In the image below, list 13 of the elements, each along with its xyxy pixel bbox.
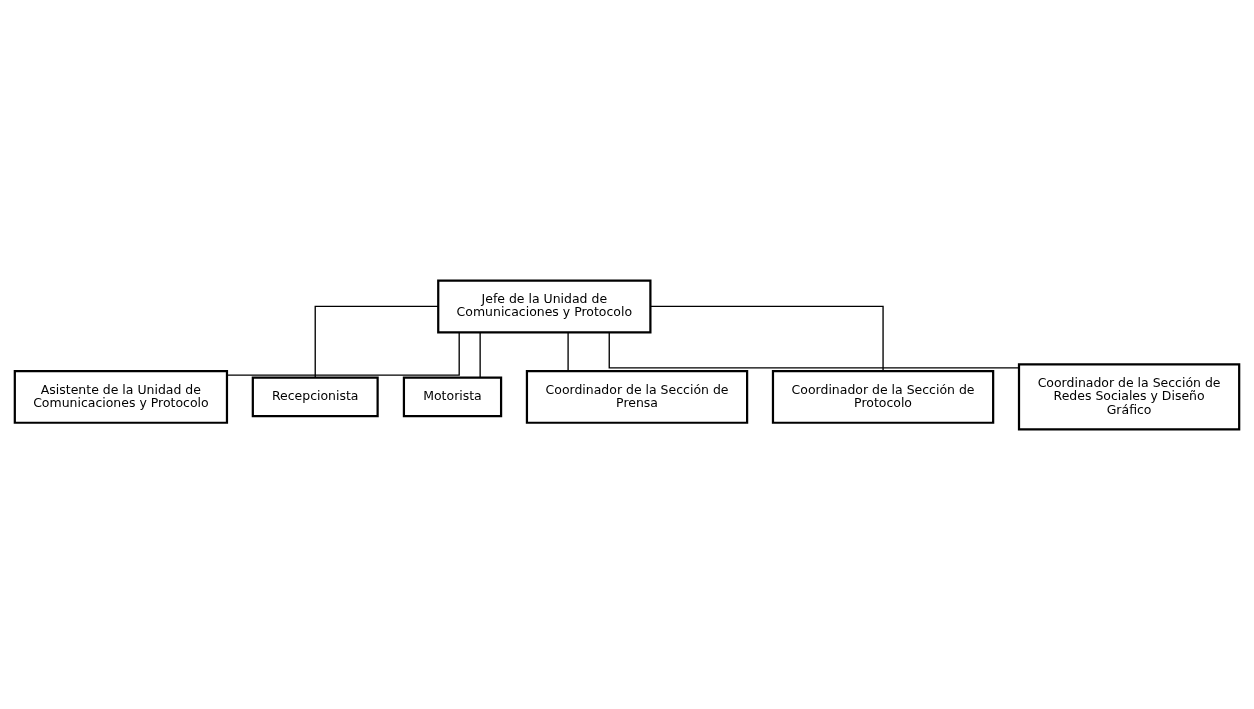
connector (567, 331, 569, 372)
connector (226, 331, 460, 376)
node-box: Coordinador de la Sección de Redes Sociales y Diseño Gráfico (1017, 362, 1241, 431)
node-box: Recepcionista (251, 376, 379, 417)
connector (649, 305, 884, 372)
node-box: Asistente de la Unidad de Comunicaciones y Protocolo (13, 369, 229, 424)
connector (314, 305, 439, 378)
connector (608, 331, 1020, 369)
node-box: Coordinador de la Sección de Prensa (525, 369, 749, 424)
connector (479, 331, 481, 378)
node-box: Motorista (402, 376, 503, 417)
node-box: Jefe de la Unidad de Comunicaciones y Protocolo (437, 278, 652, 333)
node-box: Coordinador de la Sección de Protocolo (771, 369, 995, 424)
